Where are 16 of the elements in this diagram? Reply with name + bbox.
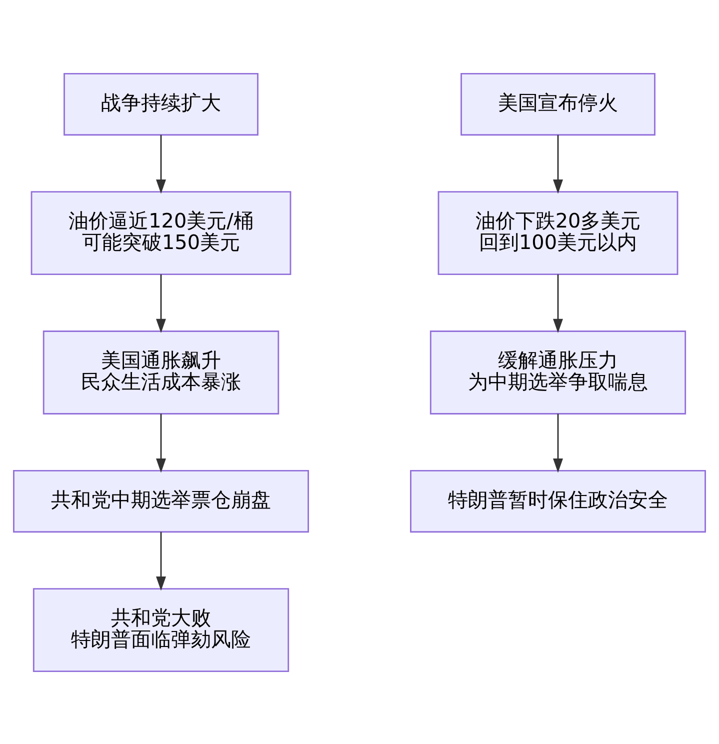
arrow xyxy=(553,413,563,472)
node-box: 油价逼近120美元/桶 可能突破150美元 xyxy=(30,190,292,275)
arrow xyxy=(553,274,563,333)
node-box: 缓解通胀压力 为中期选举争取喘息 xyxy=(430,330,686,414)
arrow xyxy=(553,134,563,194)
arrow xyxy=(156,413,166,472)
arrow xyxy=(156,531,166,590)
node-box: 美国宣布停火 xyxy=(460,72,656,136)
node-box: 特朗普暂时保住政治安全 xyxy=(410,469,706,532)
arrow xyxy=(156,274,166,333)
node-box: 共和党中期选举票仓崩盘 xyxy=(13,469,309,532)
node-box: 油价下跌20多美元 回到100美元以内 xyxy=(438,190,678,275)
node-box: 战争持续扩大 xyxy=(64,72,258,136)
node-box: 共和党大败 特朗普面临弹劾风险 xyxy=(32,588,290,672)
arrow xyxy=(156,134,166,194)
node-box: 美国通胀飙升 民众生活成本暴涨 xyxy=(42,330,280,414)
